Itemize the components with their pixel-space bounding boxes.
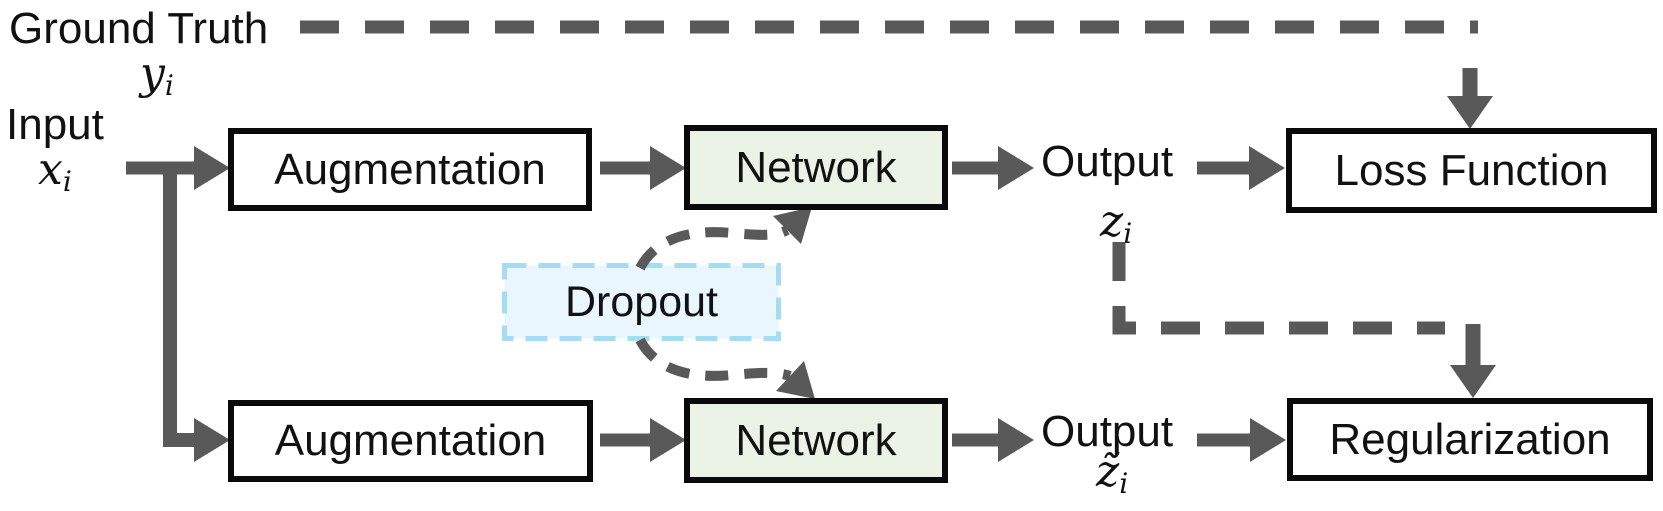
input-branch-arrow-head [194, 418, 230, 462]
network-top-label: Network [735, 142, 897, 192]
output-top-label: Output [1041, 137, 1174, 186]
loss-function-label: Loss Function [1334, 145, 1609, 195]
zi-to-regularization-dashed-elbow [1112, 242, 1445, 335]
network-top-to-output-head [998, 146, 1034, 190]
augmentation-bottom-box: Augmentation [228, 400, 593, 482]
input-symbol: xi [38, 144, 72, 199]
dropout-box-outline [502, 263, 781, 341]
network-bottom-box: Network [684, 398, 948, 483]
ground-truth-symbol: yi [140, 48, 174, 103]
output-to-regularization-head [1250, 418, 1286, 462]
output-top-symbol: zi [1100, 196, 1133, 251]
regularization-down-arrow-head [1450, 365, 1496, 398]
dropout-label: Dropout [565, 277, 718, 326]
output-bottom-symbol: z̃i [1096, 446, 1129, 501]
input-label: Input [6, 100, 104, 149]
augmentation-bottom-label: Augmentation [274, 416, 547, 465]
loss-down-arrow-head [1447, 96, 1493, 129]
input-branch-elbow [163, 162, 196, 447]
dropout-to-network-top-head [773, 207, 812, 244]
aug-top-to-network-head [650, 146, 686, 190]
dropout-to-network-bottom-head [776, 361, 815, 399]
network-bottom-to-output-head [998, 418, 1034, 462]
input-arrow-head [194, 146, 230, 190]
network-bottom-label: Network [735, 415, 897, 465]
loss-function-box: Loss Function [1286, 128, 1657, 213]
regularization-box: Regularization [1287, 398, 1653, 481]
dropout-to-network-top-curve [635, 225, 790, 271]
output-bottom-label: Output [1041, 407, 1174, 456]
output-to-loss-head [1249, 146, 1285, 190]
regularization-label: Regularization [1329, 414, 1611, 464]
ground-truth-label: Ground Truth [9, 4, 269, 53]
dropout-to-network-bottom-curve [635, 337, 792, 381]
augmentation-top-box: Augmentation [228, 128, 592, 211]
augmentation-top-label: Augmentation [274, 144, 546, 194]
aug-bottom-to-network-head [650, 418, 686, 462]
network-top-box: Network [684, 125, 948, 210]
dropout-box: Dropout [502, 263, 781, 341]
